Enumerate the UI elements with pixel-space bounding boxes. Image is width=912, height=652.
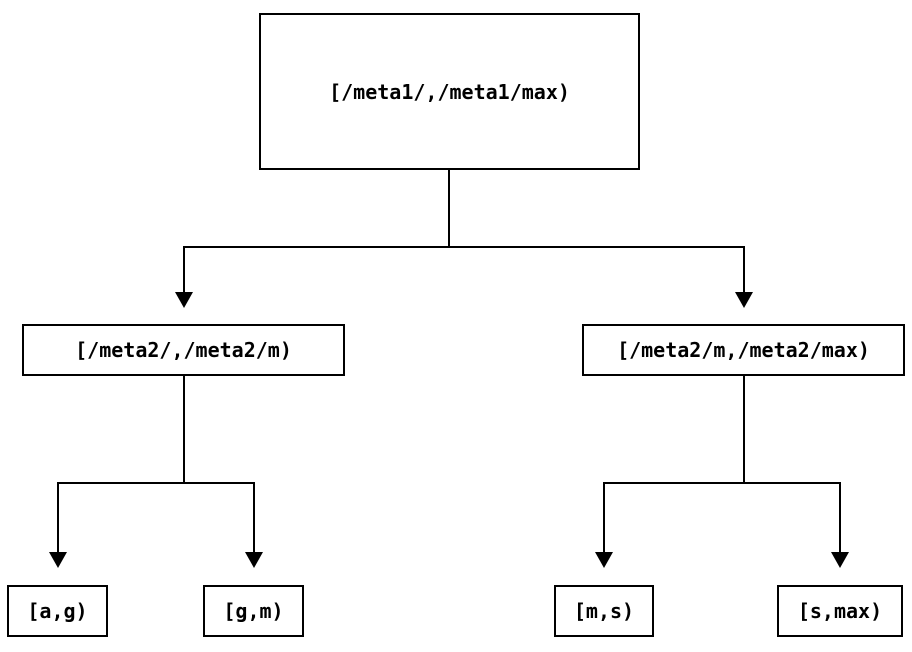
node-meta2-right-range: [/meta2/m,/meta2/max) xyxy=(582,324,905,376)
edge-meta2-left-stub-line xyxy=(183,376,185,484)
node-leaf-range-ms: [m,s) xyxy=(554,585,654,637)
edge-meta2-right-to-leaf-smax-line xyxy=(839,482,841,552)
edge-meta2-right-stub-line xyxy=(743,376,745,484)
edge-meta2-left-horizontal-line xyxy=(57,482,255,484)
edge-root-horizontal-line xyxy=(183,246,745,248)
edge-root-to-meta2-left-line xyxy=(183,246,185,292)
edge-root-to-meta2-right-line xyxy=(743,246,745,292)
arrow-down-icon xyxy=(831,552,849,568)
arrow-down-icon xyxy=(595,552,613,568)
node-leaf-range-gm: [g,m) xyxy=(203,585,304,637)
arrow-down-icon xyxy=(49,552,67,568)
arrow-down-icon xyxy=(735,292,753,308)
node-leaf-range-ag: [a,g) xyxy=(7,585,108,637)
edge-meta2-right-horizontal-line xyxy=(603,482,841,484)
arrow-down-icon xyxy=(245,552,263,568)
edge-meta2-right-to-leaf-ms-line xyxy=(603,482,605,552)
edge-root-stub-line xyxy=(448,170,450,248)
node-leaf-range-smax: [s,max) xyxy=(777,585,903,637)
arrow-down-icon xyxy=(175,292,193,308)
node-meta2-left-range: [/meta2/,/meta2/m) xyxy=(22,324,345,376)
edge-meta2-left-to-leaf-ag-line xyxy=(57,482,59,552)
node-meta1-range: [/meta1/,/meta1/max) xyxy=(259,13,640,170)
edge-meta2-left-to-leaf-gm-line xyxy=(253,482,255,552)
